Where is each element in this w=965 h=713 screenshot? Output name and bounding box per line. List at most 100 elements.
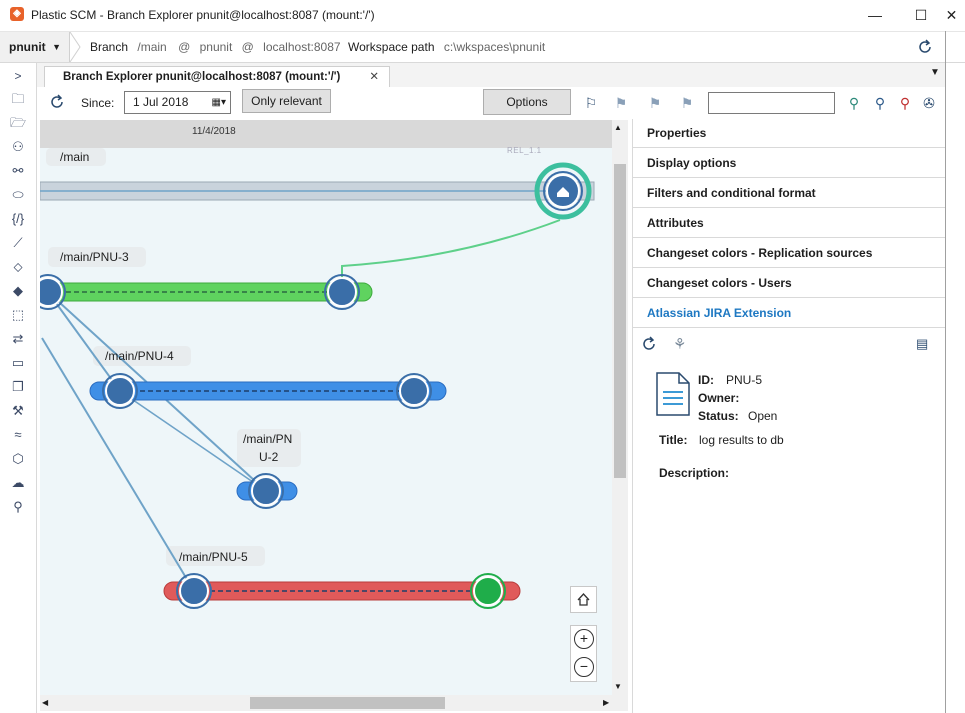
issue-title-label: Title: <box>659 433 688 447</box>
go-forward-icon[interactable]: ⚑ <box>648 95 662 111</box>
options-button[interactable]: Options <box>483 89 571 115</box>
minimize-button[interactable]: — <box>868 7 882 23</box>
tab-menu-icon[interactable]: ▼ <box>930 67 940 78</box>
help-icon[interactable]: ✇ <box>923 95 935 111</box>
changeset-node-outline <box>543 171 583 211</box>
issue-document-icon <box>656 372 690 416</box>
clear-bookmarks-icon[interactable]: ⚑ <box>680 95 694 111</box>
search-clear-icon[interactable]: ⚲ <box>899 95 911 111</box>
workspace-name: pnunit <box>9 40 46 54</box>
refresh-icon[interactable] <box>916 38 934 56</box>
branch-label[interactable]: /main <box>60 150 90 164</box>
label-fragment: REL_1.1 <box>507 146 542 155</box>
server-value[interactable]: localhost:8087 <box>263 40 341 54</box>
repositories-icon[interactable]: ❐ <box>12 379 24 394</box>
scroll-left-icon[interactable]: ◀ <box>42 698 49 707</box>
at-sign: @ <box>241 40 254 54</box>
refresh-icon[interactable] <box>640 335 658 353</box>
changeset-node[interactable] <box>105 376 135 406</box>
changeset-node[interactable] <box>40 277 63 307</box>
only-relevant-button[interactable]: Only relevant <box>242 89 331 113</box>
shelves-icon[interactable]: ⬚ <box>11 307 25 322</box>
workspace-path: Workspace path c:\wkspaces\pnunit <box>348 40 545 54</box>
section-replication-colors[interactable]: Changeset colors - Replication sources <box>633 239 945 268</box>
section-jira-extension[interactable]: Atlassian JIRA Extension <box>633 299 945 328</box>
tools-icon[interactable]: ⚒ <box>12 403 24 418</box>
tab-branch-explorer[interactable]: Branch Explorer pnunit@localhost:8087 (m… <box>44 66 390 87</box>
changeset-node[interactable] <box>251 476 281 506</box>
vertical-scroll-thumb[interactable] <box>614 164 626 478</box>
changeset-node[interactable] <box>179 576 209 606</box>
section-attributes[interactable]: Attributes <box>633 209 945 238</box>
branch-label[interactable]: /main/PNU-3 <box>60 250 129 264</box>
scroll-right-icon[interactable]: ▶ <box>603 698 610 707</box>
issue-status-value: Open <box>748 409 778 423</box>
pending-changes-icon[interactable]: 🗁 <box>9 115 27 130</box>
chevron-down-icon: ▼ <box>52 42 61 52</box>
calendar-icon[interactable]: ▦▾ <box>211 97 226 108</box>
merge-link <box>47 291 121 392</box>
branch-label-box <box>48 247 146 267</box>
plugins-icon[interactable]: ⚲ <box>13 499 23 514</box>
section-display-options[interactable]: Display options <box>633 149 945 178</box>
branch-value[interactable]: /main <box>137 40 167 54</box>
zoom-out-button[interactable]: − <box>574 657 594 677</box>
workspace-switcher[interactable]: pnunit ▼ <box>0 32 70 62</box>
since-date-picker[interactable]: 1 Jul 2018 ▦▾ <box>124 91 231 114</box>
refresh-icon[interactable] <box>48 93 66 111</box>
branch-label[interactable]: /main/PNU-4 <box>105 349 174 363</box>
changeset-node-outline <box>40 274 66 310</box>
branch-explorer-icon[interactable]: ⚯ <box>12 163 24 178</box>
horizontal-scroll-thumb[interactable] <box>250 697 445 709</box>
branch-label-box <box>237 429 301 467</box>
code-review-icon[interactable]: {/} <box>11 211 25 226</box>
search-prev-icon[interactable]: ⚲ <box>848 95 860 111</box>
server-icon[interactable]: ▭ <box>11 355 25 370</box>
maximize-button[interactable]: ☐ <box>914 7 928 23</box>
repo-value[interactable]: pnunit <box>199 40 233 54</box>
search-next-icon[interactable]: ⚲ <box>874 95 886 111</box>
close-button[interactable]: ✕ <box>945 7 958 23</box>
section-properties[interactable]: Properties <box>633 119 945 148</box>
branch-label[interactable]: /main/PNU-5 <box>179 550 248 564</box>
at-sign: @ <box>178 40 191 54</box>
labels-icon[interactable]: ⬦ <box>13 259 23 274</box>
section-filters[interactable]: Filters and conditional format <box>633 179 945 208</box>
section-user-colors[interactable]: Changeset colors - Users <box>633 269 945 298</box>
tab-label: Branch Explorer pnunit@localhost:8087 (m… <box>63 71 341 83</box>
home-icon <box>577 593 590 606</box>
sync-icon[interactable]: ⇄ <box>12 331 24 346</box>
branch-label[interactable]: /main/PN <box>243 432 293 446</box>
open-browser-icon[interactable]: ▤ <box>916 336 929 351</box>
changeset-node[interactable] <box>327 277 357 307</box>
go-back-icon[interactable]: ⚑ <box>614 95 628 111</box>
branch-label-wrap[interactable]: U-2 <box>259 450 279 464</box>
title-bar: ◈ Plastic SCM - Branch Explorer pnunit@l… <box>0 0 965 32</box>
window-title: Plastic SCM - Branch Explorer pnunit@loc… <box>31 8 375 22</box>
changesets-icon[interactable]: ⬭ <box>12 187 24 202</box>
wspath-value[interactable]: c:\wkspaces\pnunit <box>443 40 546 54</box>
search-input[interactable] <box>708 92 835 114</box>
plastic-logo-icon[interactable]: ⬡ <box>12 451 24 466</box>
feed-icon[interactable]: ≈ <box>14 427 22 442</box>
attributes-icon[interactable]: ◆ <box>13 283 23 298</box>
expand-sidebar-icon[interactable]: > <box>14 69 22 83</box>
home-icon <box>557 187 569 197</box>
close-tab-icon[interactable]: ✕ <box>369 71 379 83</box>
history-icon[interactable]: ⟋ <box>13 235 23 250</box>
cloud-icon[interactable]: ☁ <box>11 475 25 490</box>
link-issue-icon[interactable]: ⚘ <box>673 336 687 353</box>
bookmark-icon[interactable]: ⚐ <box>584 95 598 111</box>
date-header: 11/4/2018 <box>40 120 612 148</box>
changeset-node-outline <box>396 373 432 409</box>
zoom-in-button[interactable]: + <box>574 629 594 649</box>
workspace-explorer-icon[interactable]: 🗀 <box>11 91 25 106</box>
minimize-icon <box>852 0 898 31</box>
wspath-label: Workspace path <box>348 40 435 54</box>
scroll-down-icon[interactable]: ▼ <box>614 682 622 691</box>
changeset-node-selected[interactable] <box>473 576 503 606</box>
changeset-node[interactable] <box>399 376 429 406</box>
go-home-button[interactable] <box>570 586 597 613</box>
scroll-up-icon[interactable]: ▲ <box>614 123 622 132</box>
branches-icon[interactable]: ⚇ <box>12 139 24 154</box>
